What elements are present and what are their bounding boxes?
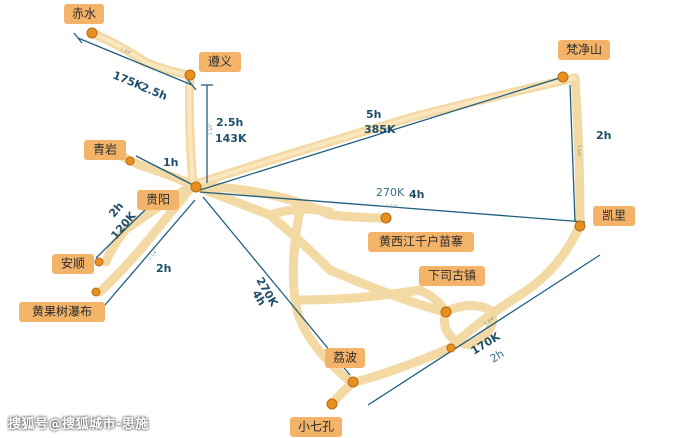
route-annotations: 175K 2.5h 2.5h 143K 5h 385K 1h 270K 4h 2…	[106, 69, 611, 366]
measure-kaili-libo	[367, 254, 601, 406]
city-dot-guiyang	[190, 181, 202, 193]
measure-lines	[73, 32, 601, 406]
svg-text:荔波: 荔波	[333, 351, 357, 365]
route-time: 5h	[366, 108, 382, 121]
city-label-libo: 荔波	[325, 348, 365, 368]
city-label-xiaoqikong: 小七孔	[290, 417, 342, 437]
city-dot-xijiang	[380, 212, 392, 224]
city-dot-fanjingshan	[557, 71, 569, 83]
city-label-fanjingshan: 梵净山	[558, 40, 610, 60]
measure-guiyang-huangguoshu	[104, 199, 196, 306]
city-dot-libo-east	[446, 343, 456, 353]
svg-text:1 1/2": 1 1/2"	[386, 203, 399, 209]
city-label-xijiang: 黄西江千户苗寨	[368, 232, 474, 252]
svg-text:凯里: 凯里	[602, 209, 626, 223]
svg-text:1 1/4": 1 1/4"	[147, 248, 159, 261]
route-distance: 270K	[376, 186, 405, 199]
svg-text:1 1/2": 1 1/2"	[208, 123, 213, 135]
svg-text:青岩: 青岩	[93, 142, 117, 157]
scale-ticks: 1 3/4" 1 1/2" 3 3/4" 1 1/2" 1 3/4" 1 1/4…	[120, 46, 582, 326]
route-time: 1h	[163, 156, 179, 169]
city-label-huangguoshu: 黄果树瀑布	[19, 302, 105, 322]
svg-text:1 3/4": 1 3/4"	[483, 315, 496, 326]
city-label-guiyang: 贵阳	[137, 190, 179, 210]
measure-guiyang-qingyan	[135, 155, 196, 187]
svg-text:1 3/4": 1 3/4"	[577, 145, 582, 157]
measure-guiyang-anshun	[95, 204, 151, 259]
city-dot-libo	[347, 376, 359, 388]
measure-guiyang-kaili	[199, 191, 586, 223]
city-dot-anshun	[94, 257, 104, 267]
city-label-anshun: 安顺	[52, 254, 94, 274]
route-time: 4h	[409, 188, 425, 201]
measure-fanjingshan-kaili	[569, 84, 576, 223]
city-dot-xiaoqikong	[326, 398, 338, 410]
city-dot-zunyi	[184, 69, 196, 81]
route-time: 2h	[488, 347, 507, 365]
svg-text:安顺: 安顺	[61, 256, 85, 271]
city-label-chishui: 赤水	[64, 4, 104, 24]
measure-chishui-zunyi	[77, 37, 193, 86]
svg-text:梵净山: 梵净山	[566, 43, 602, 57]
svg-text:遵义: 遵义	[208, 54, 232, 69]
city-dot-chishui	[86, 27, 98, 39]
route-time: 2.5h	[139, 81, 169, 103]
city-dot-kaili	[574, 220, 586, 232]
city-label-kaili: 凯里	[593, 206, 635, 226]
measure-guiyang-libo	[202, 196, 351, 376]
measure-guiyang-fanjingshan	[199, 75, 567, 191]
city-labels: 赤水 遵义 梵净山 青岩 贵阳 凯里 黄西江千户苗寨 安顺	[19, 4, 635, 437]
svg-text:赤水: 赤水	[72, 7, 96, 21]
route-time: 2.5h	[216, 116, 243, 129]
route-time: 2h	[156, 262, 172, 275]
city-label-zunyi: 遵义	[199, 52, 241, 72]
route-distance: 143K	[215, 132, 247, 145]
city-dot-huangguoshu	[91, 287, 101, 297]
city-markers	[86, 27, 586, 410]
city-dot-qingyan	[125, 156, 135, 166]
svg-text:黄西江千户苗寨: 黄西江千户苗寨	[379, 234, 463, 249]
watermark: 搜狐号@搜狐城市-思施	[8, 417, 149, 432]
city-label-qingyan: 青岩	[84, 140, 126, 160]
svg-text:黄果树瀑布: 黄果树瀑布	[32, 304, 92, 319]
svg-text:小七孔: 小七孔	[298, 420, 334, 434]
route-time: 2h	[596, 129, 612, 142]
route-distance: 385K	[364, 123, 396, 136]
city-label-xiasi: 下司古镇	[419, 266, 485, 286]
svg-text:贵阳: 贵阳	[146, 193, 170, 207]
city-dot-xiasi	[440, 306, 452, 318]
svg-text:3 3/4": 3 3/4"	[379, 126, 392, 134]
svg-text:1 3/4": 1 3/4"	[120, 46, 133, 55]
svg-text:下司古镇: 下司古镇	[428, 268, 476, 283]
